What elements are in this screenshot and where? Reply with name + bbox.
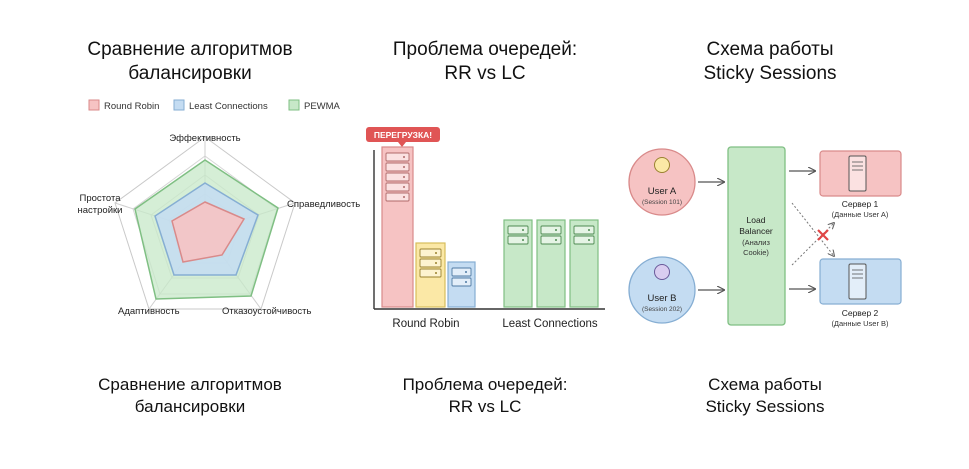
server-2-node: Сервер 2 (Данные User B) [819, 258, 902, 328]
radar-chart: Эффективность Справедливость Отказоустой… [78, 133, 361, 317]
user-b-session: (Session 202) [642, 306, 682, 313]
radar-caption-line1: Сравнение алгоритмов [98, 375, 282, 394]
server-2-icon [848, 263, 867, 300]
lb-line1: Load [747, 215, 766, 225]
radar-axis-adaptivity: Адаптивность [118, 306, 180, 317]
radar-axis-simplicity-line1: Простота [80, 193, 122, 204]
radar-caption: Сравнение алгоритмов балансировки [75, 374, 305, 418]
rr-server-2 [415, 242, 446, 308]
lc-server-3 [569, 219, 599, 308]
blocked-x-icon [817, 229, 829, 241]
radar-caption-line2: балансировки [134, 397, 246, 416]
radar-title-line2: балансировки [128, 63, 252, 84]
user-a-name: User A [648, 186, 677, 197]
overload-label: ПЕРЕГРУЗКА! [374, 130, 432, 140]
radar-legend: Round Robin Least Connections PEWMA [88, 99, 341, 112]
sticky-title: Схема работы Sticky Sessions [650, 38, 890, 86]
legend-label-pewma: PEWMA [304, 101, 341, 112]
lb-line2: Balancer [739, 226, 773, 236]
radar-title-line1: Сравнение алгоритмов [87, 39, 293, 60]
sticky-title-line2: Sticky Sessions [703, 63, 837, 84]
rr-server-1 [381, 146, 414, 308]
rr-server-3 [447, 261, 476, 308]
server-1-name: Сервер 1 [842, 199, 879, 209]
lb-line3: (Анализ [742, 238, 770, 247]
user-a-node: User A (Session 101) [628, 148, 696, 216]
load-balancer-node: Load Balancer (Анализ Cookie) [727, 146, 786, 326]
sticky-caption: Схема работы Sticky Sessions [650, 374, 880, 418]
sticky-caption-line1: Схема работы [708, 375, 822, 394]
sticky-diagram: User A (Session 101) User B (Session 202… [628, 146, 902, 328]
radar-title: Сравнение алгоритмов балансировки [70, 38, 310, 86]
overload-badge: ПЕРЕГРУЗКА! [366, 127, 440, 147]
server-1-data: (Данные User A) [832, 210, 889, 219]
server-1-icon [848, 155, 867, 192]
queue-caption-line2: RR vs LC [448, 397, 522, 416]
user-b-name: User B [647, 293, 676, 304]
legend-item-round-robin: Round Robin [88, 99, 159, 112]
server-2-name: Сервер 2 [842, 308, 879, 318]
queue-title-line1: Проблема очередей: [392, 39, 578, 60]
sticky-caption-line2: Sticky Sessions [705, 397, 825, 416]
radar-axis-efficiency: Эффективность [169, 133, 240, 144]
queue-title: Проблема очередей: RR vs LC [365, 38, 605, 86]
legend-label-round-robin: Round Robin [104, 101, 159, 112]
radar-grid-outer [114, 136, 296, 310]
radar-axis-fault-tolerance: Отказоустойчивость [222, 306, 312, 317]
legend-label-least-connections: Least Connections [189, 101, 268, 112]
user-b-avatar-icon [654, 264, 670, 280]
user-a-session: (Session 101) [642, 199, 682, 206]
queue-group-lc-label: Least Connections [502, 318, 598, 330]
queue-group-rr-label: Round Robin [392, 318, 459, 330]
lc-server-1 [503, 219, 533, 308]
queue-caption: Проблема очередей: RR vs LC [370, 374, 600, 418]
legend-item-least-connections: Least Connections [173, 99, 268, 112]
user-b-node: User B (Session 202) [628, 256, 696, 324]
radar-series-round-robin [171, 201, 246, 263]
server-2-data: (Данные User B) [831, 319, 889, 328]
user-a-avatar-icon [654, 157, 670, 173]
sticky-title-line1: Схема работы [706, 39, 834, 60]
lb-line4: Cookie) [743, 248, 769, 257]
radar-axis-simplicity-line2: настройки [78, 205, 123, 216]
queue-diagram: ПЕРЕГРУЗКА! [366, 127, 605, 330]
queue-caption-line1: Проблема очередей: [402, 375, 568, 394]
server-1-node: Сервер 1 (Данные User A) [819, 150, 902, 219]
legend-item-pewma: PEWMA [288, 99, 341, 112]
radar-axis-fairness: Справедливость [287, 199, 360, 210]
blocked-route-a [791, 202, 834, 256]
queue-title-line2: RR vs LC [444, 63, 526, 84]
lc-server-2 [536, 219, 566, 308]
